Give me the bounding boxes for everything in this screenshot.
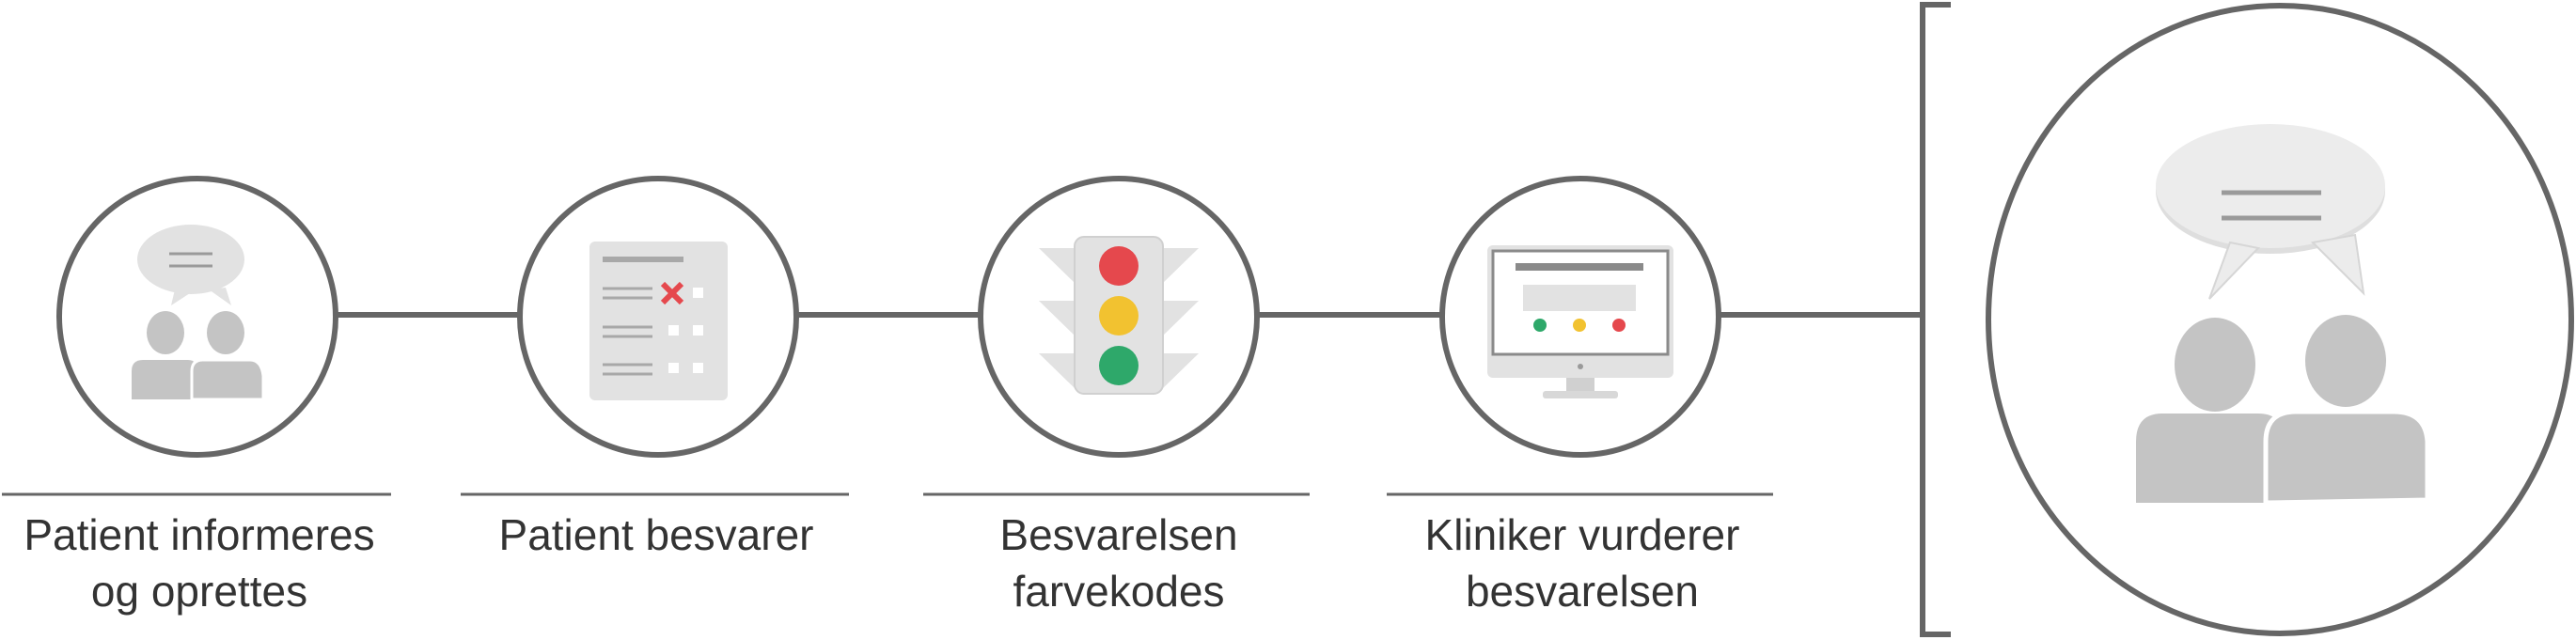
step-3-label-line1: Besvarelsen [999,510,1238,559]
step-1-label-line1: Patient informeres [24,510,375,559]
step-3-label: Besvarelsen farvekodes [921,507,1316,619]
bracket [1920,2,1951,637]
step-2-label: Patient besvarer [459,507,854,563]
step-2-label-line1: Patient besvarer [498,510,814,559]
traffic-light-icon [1039,236,1199,395]
outcome-node [1986,3,2574,636]
conversation-icon [2136,124,2430,506]
step-2-node [517,176,799,458]
step-4-node [1439,176,1721,458]
step-4-label: Kliniker vurderer besvarelsen [1385,507,1780,619]
questionnaire-icon [589,242,728,400]
step-1-label-line2: og oprettes [90,567,308,616]
monitor-icon [1487,245,1673,398]
green-light [1099,346,1139,385]
outcome-circle [1986,3,2574,636]
step-3-label-line2: farvekodes [1013,567,1225,616]
step-4-label-line2: besvarelsen [1465,567,1700,616]
red-light [1099,246,1139,286]
conversation-icon [132,225,265,401]
checkmark-x-icon [660,281,684,305]
step-3-node [978,176,1260,458]
step-1-label: Patient informeres og oprettes [2,507,397,619]
yellow-light [1099,296,1139,336]
step-4-label-line1: Kliniker vurderer [1424,510,1740,559]
step-1-node [56,176,338,458]
step-1-circle [56,176,338,458]
